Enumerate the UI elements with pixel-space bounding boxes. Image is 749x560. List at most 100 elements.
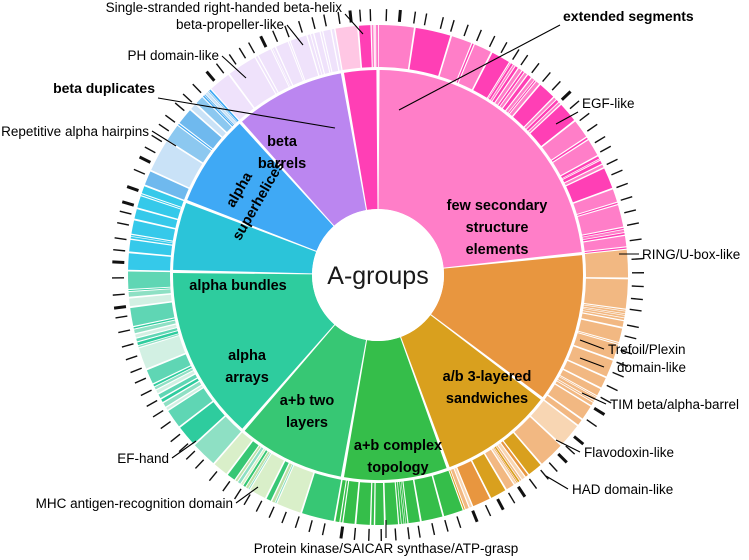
outer-sector-8-13[interactable] (323, 29, 339, 73)
outer-sector-5-9[interactable] (153, 366, 192, 387)
inner-sector-9[interactable] (343, 70, 378, 210)
outer-sector-7-2[interactable] (167, 125, 212, 163)
outer-sector-0-17[interactable] (513, 84, 554, 127)
outer-sector-9-0[interactable] (335, 25, 361, 71)
outer-sector-8-6[interactable] (276, 41, 303, 86)
outer-sector-0-32[interactable] (577, 205, 624, 235)
outer-sector-0-1[interactable] (409, 27, 451, 76)
outer-sector-5-3[interactable] (166, 385, 203, 410)
outer-sector-2-1[interactable] (514, 417, 561, 464)
outer-sector-5-1[interactable] (180, 402, 225, 444)
outer-sector-5-6[interactable] (158, 374, 198, 399)
outer-sector-0-2[interactable] (439, 36, 472, 82)
outer-sector-5-21[interactable] (128, 287, 171, 292)
outer-sector-0-16[interactable] (509, 81, 540, 116)
outer-sector-4-3[interactable] (272, 463, 292, 503)
outer-sector-5-7[interactable] (156, 371, 195, 394)
outer-sector-3-5[interactable] (397, 481, 404, 524)
outer-sector-0-27[interactable] (562, 160, 602, 183)
outer-sector-0-23[interactable] (551, 137, 588, 162)
outer-sector-7-5[interactable] (191, 104, 226, 137)
outer-sector-3-2[interactable] (403, 480, 420, 524)
outer-sector-0-35[interactable] (583, 232, 625, 242)
outer-sector-8-2[interactable] (255, 55, 278, 94)
outer-sector-3-11[interactable] (343, 481, 359, 524)
outer-sector-0-8[interactable] (490, 64, 515, 101)
outer-sector-7-0[interactable] (144, 171, 189, 200)
outer-sector-3-13[interactable] (335, 479, 346, 522)
outer-sector-5-13[interactable] (137, 331, 179, 346)
outer-sector-7-8[interactable] (204, 94, 235, 126)
outer-sector-0-24[interactable] (553, 140, 598, 176)
outer-sector-2-6[interactable] (494, 446, 520, 483)
outer-sector-4-10[interactable] (237, 447, 264, 484)
outer-sector-1-5[interactable] (582, 308, 625, 318)
outer-sector-1-16[interactable] (557, 379, 594, 403)
outer-sector-8-14[interactable] (331, 28, 342, 71)
outer-sector-0-0[interactable] (378, 25, 414, 70)
outer-sector-5-19[interactable] (129, 294, 172, 307)
outer-sector-0-37[interactable] (584, 247, 627, 254)
outer-sector-3-7[interactable] (384, 482, 399, 525)
outer-sector-1-1[interactable] (584, 278, 628, 309)
outer-sector-0-33[interactable] (582, 227, 624, 237)
outer-sector-0-7[interactable] (488, 63, 513, 100)
outer-sector-9-1[interactable] (358, 25, 372, 68)
outer-sector-6-4[interactable] (131, 220, 176, 241)
outer-sector-8-5[interactable] (272, 47, 293, 87)
outer-sector-2-7[interactable] (493, 447, 518, 483)
outer-sector-8-1[interactable] (229, 57, 276, 108)
outer-sector-6-6[interactable] (137, 196, 181, 219)
outer-sector-8-4[interactable] (271, 48, 291, 87)
outer-sector-5-22[interactable] (127, 271, 171, 290)
inner-sector-4[interactable] (244, 325, 367, 477)
inner-sector-5[interactable] (172, 273, 335, 429)
outer-sector-1-14[interactable] (559, 375, 597, 397)
outer-sector-6-8[interactable] (141, 186, 184, 207)
outer-sector-7-1[interactable] (151, 141, 203, 188)
outer-sector-0-12[interactable] (500, 72, 527, 108)
outer-sector-0-5[interactable] (473, 52, 509, 98)
outer-sector-2-10[interactable] (472, 454, 506, 498)
outer-sector-6-7[interactable] (141, 194, 182, 209)
outer-sector-5-5[interactable] (161, 378, 199, 402)
outer-sector-0-21[interactable] (530, 104, 575, 147)
outer-sector-6-5[interactable] (134, 209, 178, 229)
outer-sector-3-6[interactable] (395, 482, 401, 525)
outer-sector-3-1[interactable] (414, 475, 443, 522)
outer-sector-0-34[interactable] (582, 229, 625, 240)
outer-sector-1-0[interactable] (584, 249, 629, 278)
outer-sector-7-10[interactable] (208, 91, 238, 123)
outer-sector-3-9[interactable] (371, 482, 375, 525)
outer-sector-1-13[interactable] (560, 369, 601, 396)
outer-sector-1-17[interactable] (555, 381, 593, 406)
outer-sector-5-11[interactable] (138, 336, 186, 369)
outer-sector-5-17[interactable] (133, 318, 175, 329)
outer-sector-0-9[interactable] (492, 66, 518, 103)
outer-sector-0-28[interactable] (564, 164, 604, 186)
outer-sector-4-12[interactable] (227, 441, 259, 480)
outer-sector-4-0[interactable] (302, 473, 342, 522)
outer-sector-2-2[interactable] (503, 433, 541, 475)
outer-sector-4-5[interactable] (250, 453, 284, 498)
outer-sector-4-4[interactable] (266, 461, 289, 501)
outer-sector-0-20[interactable] (528, 102, 561, 133)
outer-sector-4-1[interactable] (277, 465, 314, 513)
outer-sector-1-7[interactable] (581, 313, 624, 327)
outer-sector-3-12[interactable] (340, 480, 349, 523)
outer-sector-8-12[interactable] (320, 31, 332, 73)
outer-sector-2-0[interactable] (530, 400, 578, 445)
outer-sector-0-36[interactable] (583, 235, 627, 252)
outer-sector-5-4[interactable] (163, 381, 202, 407)
outer-sector-4-2[interactable] (275, 464, 294, 504)
outer-sector-4-11[interactable] (235, 445, 261, 482)
outer-sector-1-9[interactable] (577, 331, 619, 344)
outer-sector-1-3[interactable] (583, 305, 626, 314)
outer-sector-2-12[interactable] (454, 467, 473, 508)
outer-sector-2-13[interactable] (450, 468, 469, 510)
outer-sector-7-7[interactable] (203, 95, 234, 127)
outer-sector-9-5[interactable] (376, 25, 378, 68)
outer-sector-0-31[interactable] (577, 202, 618, 216)
outer-sector-4-9[interactable] (241, 449, 266, 486)
outer-sector-1-8[interactable] (578, 319, 623, 342)
